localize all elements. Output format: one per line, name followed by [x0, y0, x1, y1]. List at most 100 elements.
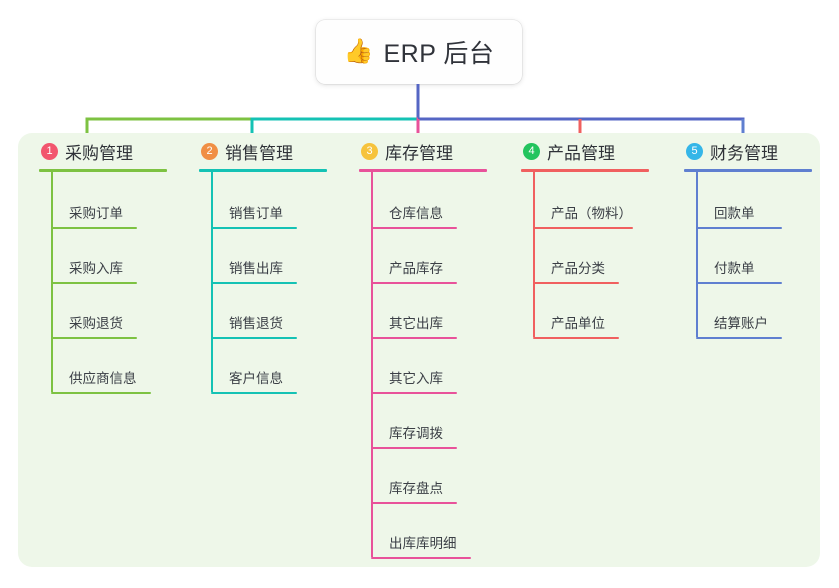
column-number-badge: 5: [686, 142, 703, 160]
branch-trunk: [371, 172, 373, 557]
column-number-badge: 3: [361, 142, 378, 160]
branch-item[interactable]: 采购退货: [51, 284, 198, 339]
branch-item[interactable]: 其它入库: [371, 339, 518, 394]
branch-item-label: 采购入库: [69, 261, 123, 276]
branch-item[interactable]: 产品分类: [533, 229, 680, 284]
branch-item-label: 产品单位: [551, 316, 605, 331]
column-header-rule: [359, 169, 487, 172]
branch-item-label: 仓库信息: [389, 206, 443, 221]
branch-item-label: 出库库明细: [389, 536, 457, 551]
branch-item-rule: [696, 227, 782, 229]
branch-item[interactable]: 客户信息: [211, 339, 358, 394]
column-title: 财务管理: [710, 143, 778, 163]
branch-item[interactable]: 结算账户: [696, 284, 839, 339]
column-branch: 销售订单销售出库销售退货客户信息: [211, 172, 358, 394]
branch-item[interactable]: 采购入库: [51, 229, 198, 284]
branch-item[interactable]: 销售订单: [211, 174, 358, 229]
branch-item[interactable]: 仓库信息: [371, 174, 518, 229]
column-header[interactable]: 5 财务管理: [683, 133, 839, 169]
branch-item-label: 库存盘点: [389, 481, 443, 496]
column-header-rule: [39, 169, 167, 172]
root-node-content: 👍 ERP 后台: [344, 34, 495, 70]
branch-item-rule: [371, 337, 457, 339]
column-header[interactable]: 3 库存管理: [358, 133, 518, 169]
column-header-rule: [521, 169, 649, 172]
branch-item-rule: [51, 227, 137, 229]
branch-item-rule: [533, 227, 633, 229]
branch-item-label: 销售退货: [229, 316, 283, 331]
branch-item[interactable]: 出库库明细: [371, 504, 518, 559]
branch-item-rule: [696, 282, 782, 284]
branch-item[interactable]: 产品单位: [533, 284, 680, 339]
branch-item[interactable]: 采购订单: [51, 174, 198, 229]
column-header[interactable]: 4 产品管理: [520, 133, 680, 169]
root-node[interactable]: 👍 ERP 后台: [316, 20, 522, 84]
branch-item-label: 客户信息: [229, 371, 283, 386]
branch-item-rule: [533, 282, 619, 284]
branch-item-label: 销售出库: [229, 261, 283, 276]
branch-trunk: [696, 172, 698, 337]
branch-item-label: 付款单: [714, 261, 755, 276]
column-branch: 产品（物料） 产品分类产品单位: [533, 172, 680, 339]
branch-item-label: 供应商信息: [69, 371, 137, 386]
branch-item-label: 采购退货: [69, 316, 123, 331]
column-header-rule: [684, 169, 812, 172]
branch-item-rule: [211, 227, 297, 229]
branch-item-label: 采购订单: [69, 206, 123, 221]
branch-item-label: 回款单: [714, 206, 755, 221]
root-title: ERP 后台: [383, 40, 495, 68]
branch-item[interactable]: 销售退货: [211, 284, 358, 339]
branch-item[interactable]: 库存调拨: [371, 394, 518, 449]
branch-item[interactable]: 库存盘点: [371, 449, 518, 504]
branch-item-rule: [51, 282, 137, 284]
column-产品管理: 4 产品管理产品（物料） 产品分类产品单位: [520, 133, 680, 339]
branch-item-rule: [51, 392, 151, 394]
column-branch: 采购订单采购入库采购退货供应商信息: [51, 172, 198, 394]
branch-item-rule: [211, 282, 297, 284]
branch-item[interactable]: 回款单: [696, 174, 839, 229]
column-header-rule: [199, 169, 327, 172]
column-title: 产品管理: [547, 143, 615, 163]
branch-item-label: 其它出库: [389, 316, 443, 331]
branch-item-rule: [371, 227, 457, 229]
branch-item-label: 销售订单: [229, 206, 283, 221]
branch-item-label: 产品（物料）: [551, 206, 632, 221]
branch-item-rule: [371, 392, 457, 394]
branch-item-rule: [371, 557, 471, 559]
branch-item[interactable]: 供应商信息: [51, 339, 198, 394]
branch-trunk: [533, 172, 535, 337]
branch-item[interactable]: 产品库存: [371, 229, 518, 284]
diagram-panel: [18, 133, 820, 567]
column-财务管理: 5 财务管理回款单付款单结算账户: [683, 133, 839, 339]
column-采购管理: 1 采购管理采购订单采购入库采购退货供应商信息: [38, 133, 198, 394]
branch-item[interactable]: 产品（物料）: [533, 174, 680, 229]
branch-item[interactable]: 其它出库: [371, 284, 518, 339]
column-number-badge: 4: [523, 142, 540, 160]
branch-item-rule: [371, 502, 457, 504]
column-库存管理: 3 库存管理仓库信息产品库存其它出库其它入库库存调拨库存盘点出库库明细: [358, 133, 518, 559]
column-title: 销售管理: [225, 143, 293, 163]
column-branch: 回款单付款单结算账户: [696, 172, 839, 339]
column-branch: 仓库信息产品库存其它出库其它入库库存调拨库存盘点出库库明细: [371, 172, 518, 559]
column-number-badge: 1: [41, 142, 58, 160]
branch-item-rule: [51, 337, 137, 339]
branch-item-label: 库存调拨: [389, 426, 443, 441]
branch-item-rule: [371, 447, 457, 449]
column-title: 库存管理: [385, 143, 453, 163]
column-title: 采购管理: [65, 143, 133, 163]
branch-item-rule: [533, 337, 619, 339]
branch-item-rule: [696, 337, 782, 339]
branch-item-label: 结算账户: [714, 316, 768, 331]
branch-item-label: 其它入库: [389, 371, 443, 386]
branch-item-rule: [211, 337, 297, 339]
thumbs-up-icon: 👍: [343, 38, 374, 65]
branch-item-label: 产品库存: [389, 261, 443, 276]
branch-item-label: 产品分类: [551, 261, 605, 276]
branch-item-rule: [371, 282, 457, 284]
branch-item[interactable]: 销售出库: [211, 229, 358, 284]
column-header[interactable]: 1 采购管理: [38, 133, 198, 169]
branch-item[interactable]: 付款单: [696, 229, 839, 284]
